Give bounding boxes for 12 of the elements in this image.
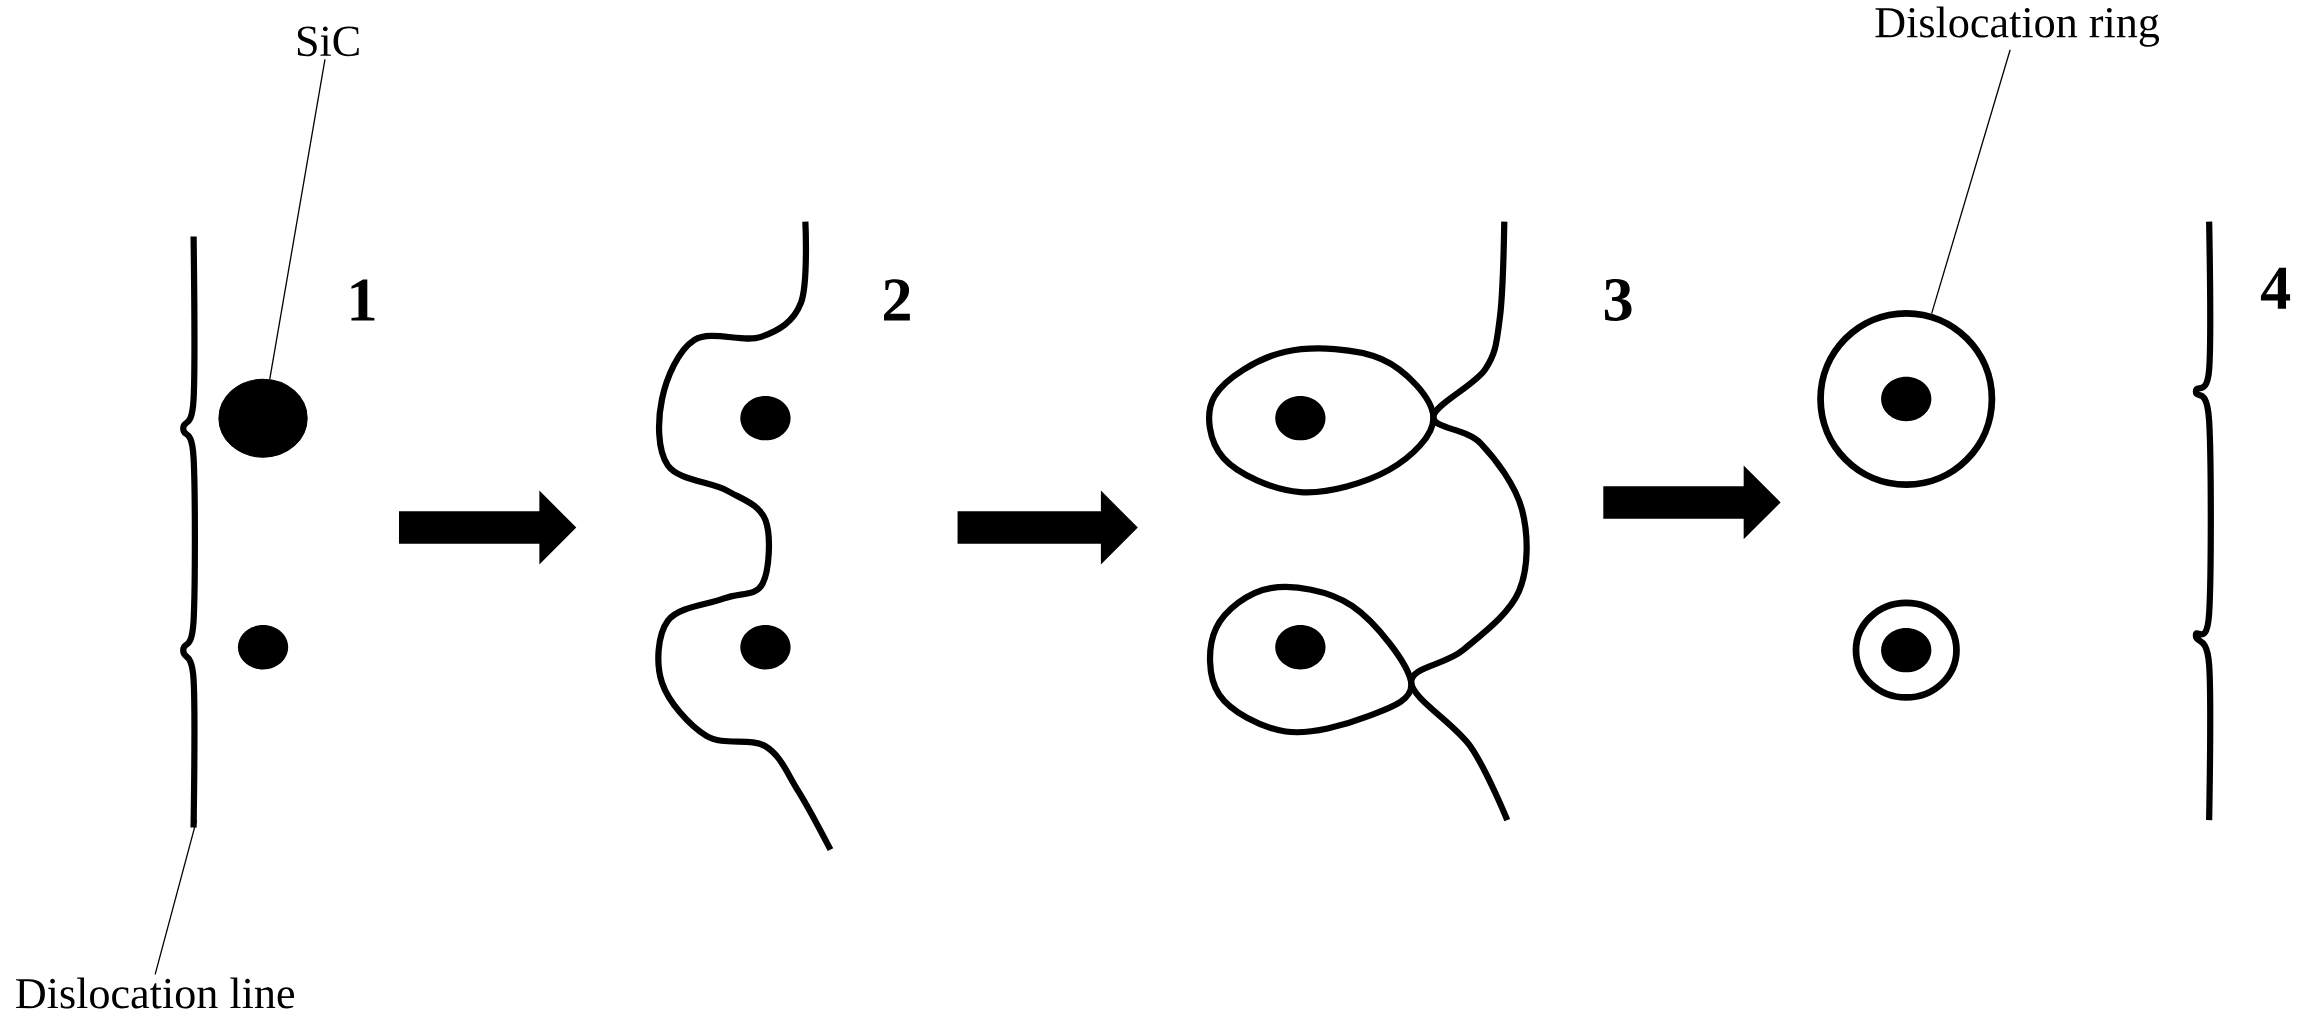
label-text: Dislocation ring	[1875, 6, 2160, 47]
stage-number: 4	[2260, 267, 2291, 309]
label-text: Dislocation line	[16, 977, 295, 1009]
stage-number: 3	[1604, 279, 1632, 321]
leader-line	[1930, 49, 2011, 315]
stage-number: 2	[884, 279, 910, 321]
leader-line	[269, 58, 326, 380]
stage-number: 1	[351, 279, 375, 321]
dislocation-ring	[1817, 309, 1996, 489]
label-text: SiC	[297, 26, 359, 57]
leader-line	[154, 819, 198, 976]
particle	[218, 378, 308, 458]
